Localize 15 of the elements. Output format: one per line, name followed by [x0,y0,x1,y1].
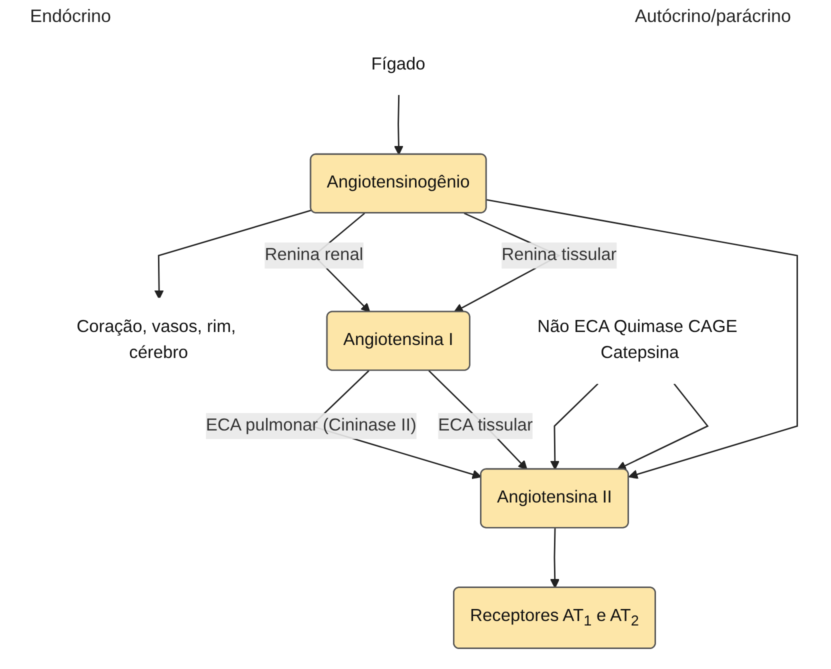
arrow [394,94,404,156]
arrow [486,199,798,479]
node-text: Não ECA Quimase CAGE Catepsina [537,318,738,363]
edge-label: Renina tissular [502,246,617,264]
edge-label: Renina renal [264,246,364,264]
edge-label: ECA pulmonar (Cininase II) [206,416,416,435]
edge-label: ECA tissular [438,416,533,435]
arrow [550,383,598,470]
node-text: Fígado [371,55,426,74]
arrow [616,383,709,470]
arrow [550,528,560,588]
node-text: Coração, vasos, rim, cérebro [76,318,236,363]
category-heading: Endócrino [30,6,112,27]
category-heading: Autócrino/parácrino [634,6,791,27]
arrow [154,210,312,300]
